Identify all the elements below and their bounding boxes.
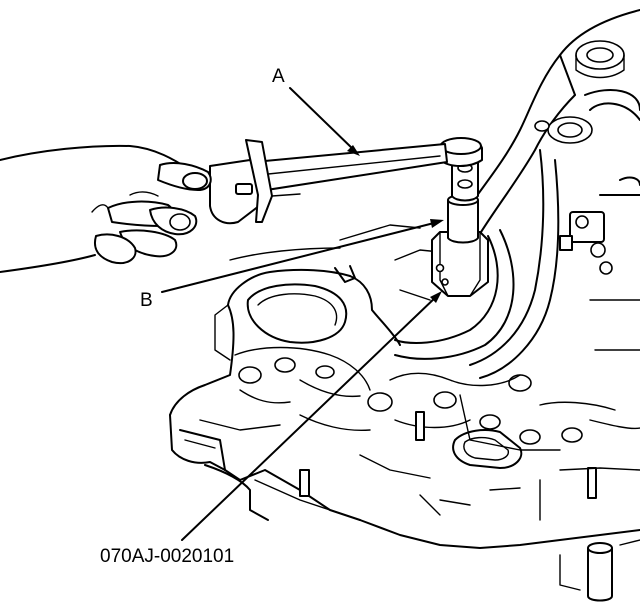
socket-tool bbox=[431, 149, 489, 297]
transmission-housing bbox=[169, 9, 640, 602]
valve-bore-row-upper bbox=[238, 357, 583, 445]
figure-code: 070AJ-0020101 bbox=[100, 546, 234, 567]
wrench bbox=[209, 137, 483, 225]
hand bbox=[0, 144, 212, 273]
callout-label-b: B bbox=[140, 290, 153, 311]
callout-label-a: A bbox=[272, 66, 285, 87]
callout-leaders bbox=[161, 87, 444, 541]
